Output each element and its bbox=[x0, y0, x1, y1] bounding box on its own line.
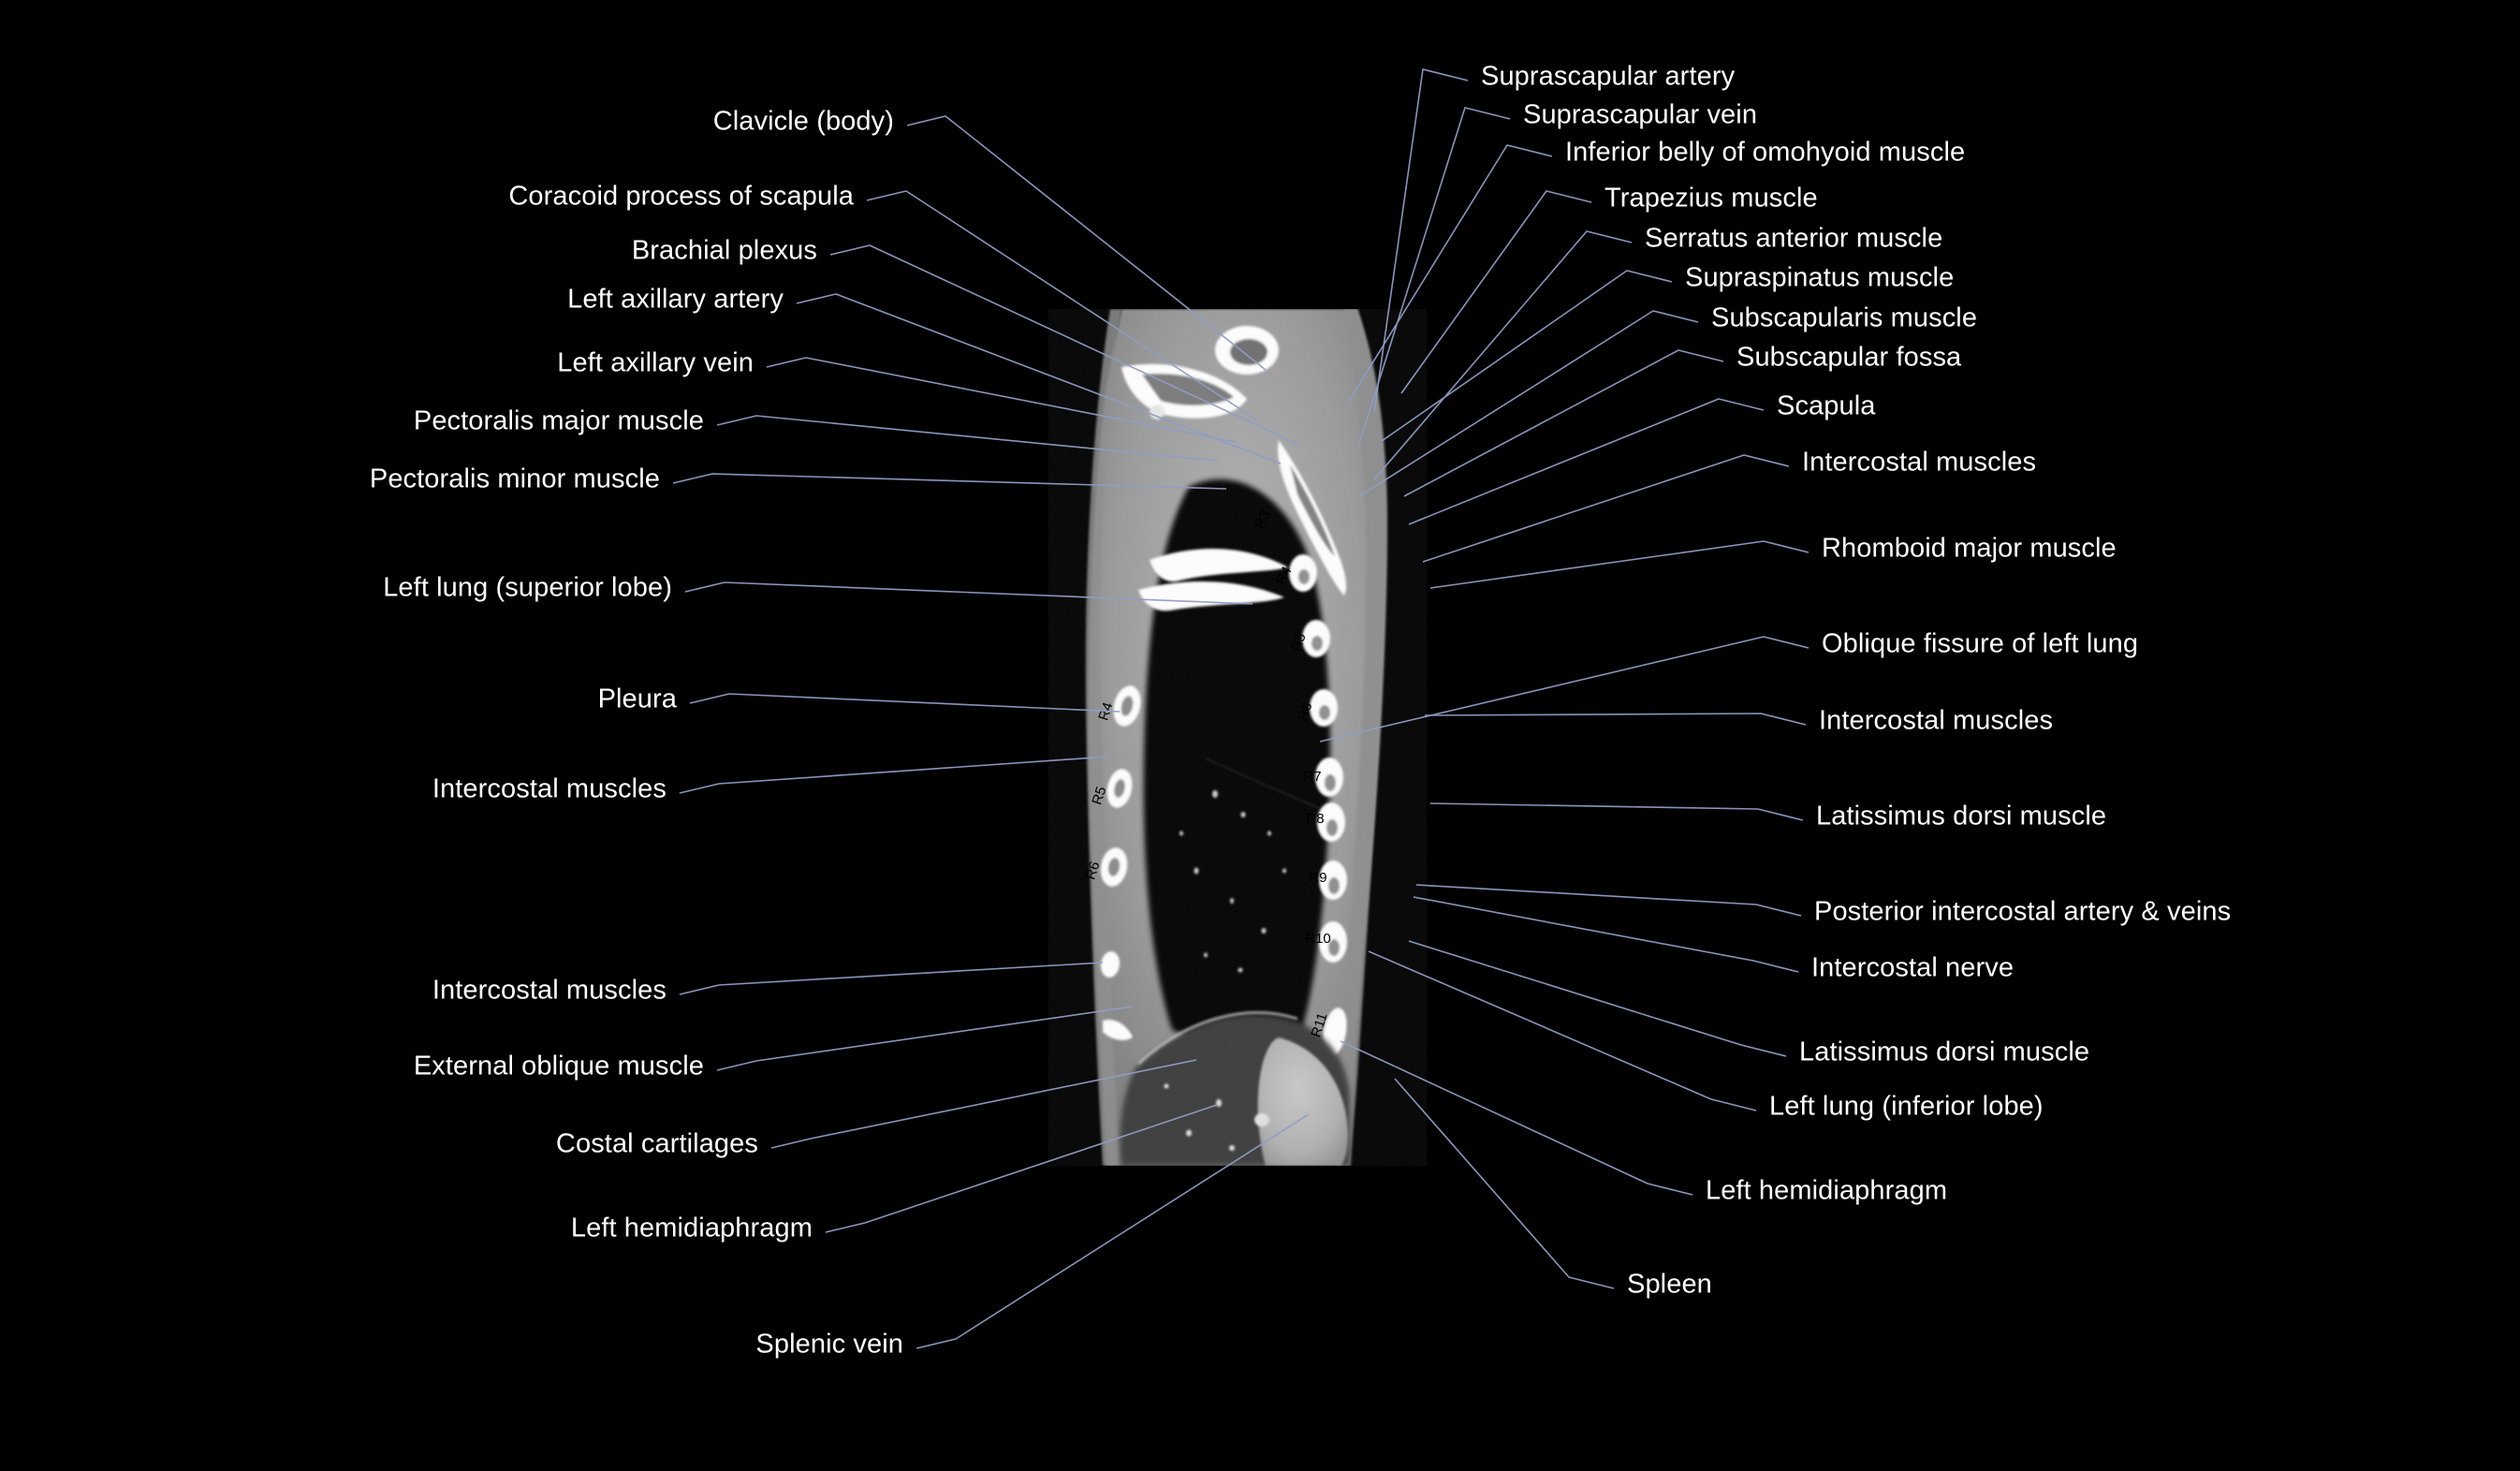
annotation-label: Pectoralis minor muscle bbox=[369, 463, 660, 494]
annotation-label: Pleura bbox=[597, 684, 677, 714]
annotation-label: Suprascapular vein bbox=[1523, 99, 1758, 130]
annotation-label: Suprascapular artery bbox=[1481, 61, 1736, 92]
leader-line-right-19 bbox=[1394, 1078, 1615, 1289]
annotation-label: Intercostal muscles bbox=[432, 773, 667, 804]
leader-line-right-12 bbox=[1424, 713, 1807, 726]
rib-marker: R10 bbox=[1305, 931, 1331, 947]
leader-line-right-16 bbox=[1408, 940, 1787, 1057]
annotation-label: Subscapularis muscle bbox=[1711, 302, 1978, 333]
annotation-label: Latissimus dorsi muscle bbox=[1799, 1037, 2090, 1067]
rib-marker: R6 bbox=[1082, 860, 1103, 882]
annotation-label: Intercostal muscles bbox=[1802, 447, 2037, 478]
annotation-label: Intercostal nerve bbox=[1811, 952, 2015, 983]
annotation-label: Left lung (superior lobe) bbox=[383, 572, 672, 603]
leader-line-right-13 bbox=[1429, 802, 1804, 821]
annotation-label: Scapula bbox=[1777, 390, 1876, 421]
annotation-label: Splenic vein bbox=[755, 1329, 903, 1360]
annotation-label: Coracoid process of scapula bbox=[508, 181, 854, 212]
annotation-label: Brachial plexus bbox=[631, 235, 817, 266]
annotation-label: Serratus anterior muscle bbox=[1645, 223, 1943, 254]
annotation-label: Posterior intercostal artery & veins bbox=[1814, 896, 2232, 927]
leader-line-right-3 bbox=[1400, 190, 1592, 394]
leader-line-left-9 bbox=[679, 756, 1110, 794]
annotation-label: Latissimus dorsi muscle bbox=[1816, 801, 2107, 831]
annotation-label: Clavicle (body) bbox=[712, 106, 894, 137]
annotation-label: Left axillary vein bbox=[557, 347, 754, 378]
annotation-label: Intercostal muscles bbox=[1819, 705, 2054, 736]
annotation-label: Left hemidiaphragm bbox=[570, 1213, 813, 1243]
annotation-label: Subscapular fossa bbox=[1736, 342, 1962, 373]
annotation-label: Left hemidiaphragm bbox=[1706, 1175, 1948, 1206]
leader-line-right-9 bbox=[1422, 454, 1790, 563]
rib-marker: R5 bbox=[1288, 631, 1310, 654]
leader-line-left-10 bbox=[679, 962, 1104, 995]
leader-line-right-8 bbox=[1408, 398, 1765, 525]
annotation-label: Rhomboid major muscle bbox=[1822, 533, 2117, 564]
annotation-label: Supraspinatus muscle bbox=[1685, 262, 1955, 293]
rib-marker: R6 bbox=[1295, 700, 1315, 723]
rib-marker: R7 bbox=[1303, 769, 1321, 785]
annotation-label: Costal cartilages bbox=[555, 1128, 758, 1159]
leader-line-right-17 bbox=[1368, 950, 1757, 1111]
annotation-label: Inferior belly of omohyoid muscle bbox=[1565, 137, 1966, 168]
leader-line-right-14 bbox=[1415, 884, 1802, 917]
annotation-label: External oblique muscle bbox=[413, 1051, 704, 1081]
annotation-label: Left lung (inferior lobe) bbox=[1769, 1091, 2044, 1122]
annotation-label: Left axillary artery bbox=[567, 284, 784, 315]
leader-line-right-10 bbox=[1429, 540, 1809, 589]
rib-marker: R9 bbox=[1309, 870, 1326, 886]
annotation-label: Intercostal muscles bbox=[432, 975, 667, 1006]
annotation-label: Oblique fissure of left lung bbox=[1822, 628, 2139, 659]
annotation-label: Trapezius muscle bbox=[1604, 183, 1818, 213]
annotation-label: Spleen bbox=[1627, 1269, 1712, 1300]
annotation-label: Pectoralis major muscle bbox=[413, 405, 704, 436]
rib-marker: R8 bbox=[1306, 811, 1324, 827]
leader-line-right-15 bbox=[1413, 896, 1799, 973]
leader-line-right-7 bbox=[1403, 349, 1724, 497]
